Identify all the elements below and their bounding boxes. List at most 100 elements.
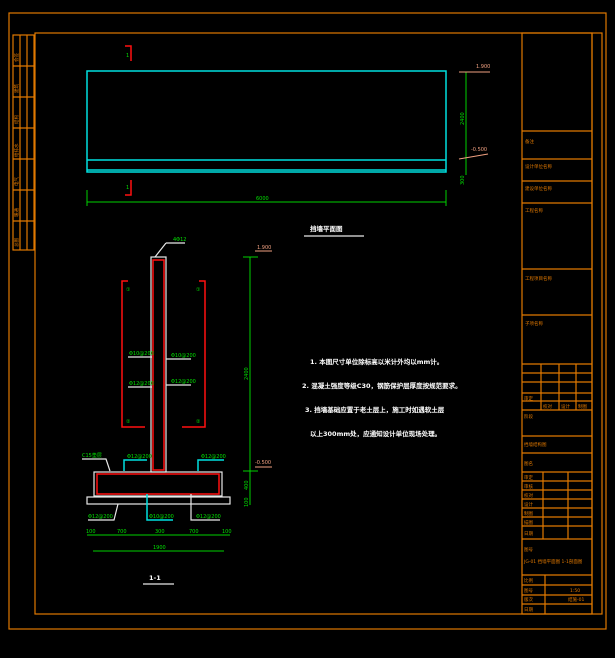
drawing-line [458,153,489,160]
label: 400 [244,480,250,490]
label: Φ10@200 [171,353,196,359]
wall-outline [86,70,447,173]
section-view: 4Φ12 ① ① ② ② Φ10@200 Φ12@200 Φ10@200 Φ12… [82,237,272,585]
label: Φ12@200 [196,514,221,520]
notes: 1. 本图尺寸单位除标高以米计外均以mm计。 2. 混凝土强度等级C30，钢筋保… [302,357,462,438]
label: 建筑 [13,84,20,93]
drawing-line [154,242,167,258]
label: -0.500 [471,147,487,153]
drawing-line [121,280,145,428]
label: 挡墙结构图 [524,441,547,448]
label: 工程项目名称 [525,275,552,282]
label: 版次 [524,596,533,603]
drawing-line [96,473,220,495]
label: 审核 [524,483,533,490]
inner-frame [34,32,603,615]
label: 制图 [578,403,587,410]
label: Φ12@200 [171,379,196,385]
section-mark-bottom [125,180,132,196]
drawing-line [88,503,119,521]
label: 设计 [524,501,533,508]
label: 描图 [524,519,533,526]
label: 2. 混凝土强度等级C30，钢筋保护层厚度按规范要求。 [302,381,462,390]
label: JG-01 挡墙平面图 1-1剖面图 [523,558,583,565]
label: 会签 [13,53,20,62]
label: 图号 [524,547,533,553]
label: ① [196,287,201,293]
label: ① [126,287,131,293]
left-signature-strip: 会签 建筑 结构 给排水 电气 暖通 总图 [12,34,35,251]
label: 日期 [524,531,533,537]
title-block: 备注 设计单位名称 建设单位名称 工程名称 工程项目名称 子项名称 审定 校对 … [521,32,593,615]
section-title: 1-1 [149,574,161,582]
label: 2400 [460,112,466,125]
label: 制图 [524,510,533,517]
plan-title: 挡墙平面图 [310,224,343,233]
label: 结构 [13,115,20,124]
drawing-line [123,459,147,471]
label: Φ12@200 [127,454,152,460]
plan-view: 1 1 6000 2400 300 1.900 -0.500 挡墙平面图 [86,45,490,237]
label: 300 [460,175,466,185]
label: 图号 [524,588,533,594]
drawing-line [12,34,35,251]
label: 1.900 [257,245,271,251]
label: ② [126,419,131,425]
drawing-line [152,259,165,471]
drawing-line [146,494,173,521]
label: 设计 [561,403,570,410]
label: 1. 本图尺寸单位除标高以米计外均以mm计。 [310,357,443,366]
label: 300 [155,529,165,535]
drawing-line [197,459,224,471]
label: ② [196,419,201,425]
label: 1 [126,53,129,59]
drawing-line [190,494,220,521]
footing [93,471,223,497]
label: 700 [189,529,199,535]
label: Φ12@200 [201,454,226,460]
label: 1900 [153,545,166,551]
label: 审定 [524,395,533,402]
label: 结施-01 [568,596,584,603]
label: 100 [244,497,250,507]
label: 6000 [256,196,269,202]
label: 工程名称 [525,207,543,214]
outer-frame [8,12,607,630]
section-mark-top [125,45,132,61]
label: 以上300mm处，应通知设计单位现场处理。 [310,429,441,438]
label: 100 [86,529,96,535]
label: 校对 [543,403,552,410]
label: 建设单位名称 [525,185,552,192]
drawing-line [182,280,206,428]
label: 4Φ12 [173,237,186,243]
label: 2400 [244,367,250,380]
label: Φ12@200 [88,514,113,520]
label: Φ10@200 [149,514,174,520]
label: 校对 [524,492,533,499]
label: 总图 [13,238,20,247]
label: 备注 [525,138,534,145]
label: 阶段 [524,413,533,420]
label: -0.500 [255,460,271,466]
label: Φ12@200 [129,381,154,387]
label: 1 [126,185,129,191]
drawing-line [82,458,111,472]
label: 3. 挡墙基础应置于老土层上，施工时如遇软土层 [305,405,445,414]
label: 给排水 [13,143,20,157]
pad [86,496,231,505]
label: 100 [222,529,232,535]
label: 1.900 [476,64,490,70]
label: Φ10@200 [129,351,154,357]
label: 设计单位名称 [525,163,552,170]
label: 暖通 [13,208,20,217]
label: 电气 [13,177,20,186]
label: 700 [117,529,127,535]
label: 日期 [524,607,533,613]
label: 子项名称 [525,320,543,327]
label: 比例 [524,577,533,584]
label: 1:50 [570,588,580,594]
drawing-line [521,32,593,615]
label: 审定 [524,474,533,481]
label: C15垫层 [82,452,102,459]
